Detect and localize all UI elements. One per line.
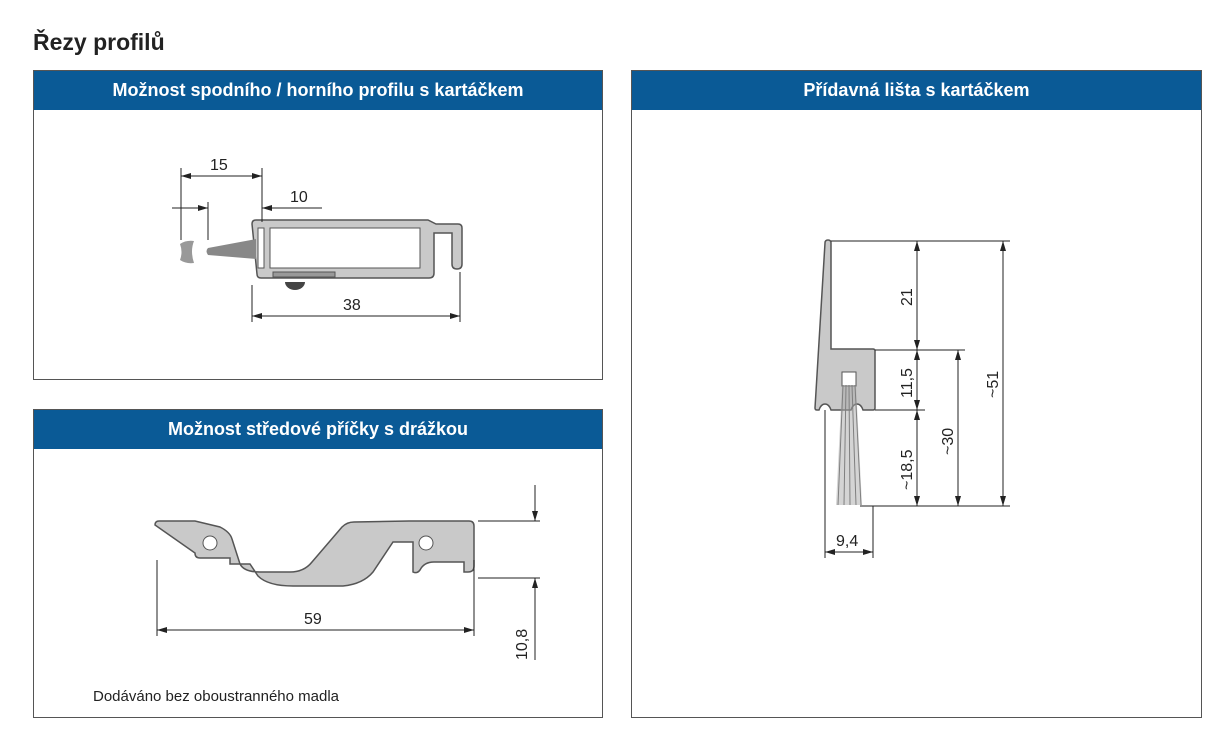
panel-middle-rail: Možnost středové příčky s drážkou [33, 409, 603, 718]
panel-header: Možnost středové příčky s drážkou [34, 410, 602, 449]
panel-header: Možnost spodního / horního profilu s kar… [34, 71, 602, 110]
panel-header: Přídavná lišta s kartáčkem [632, 71, 1201, 110]
page-title: Řezy profilů [33, 29, 165, 55]
note-text: Dodáváno bez oboustranného madla [93, 688, 340, 705]
panel-addon-strip: Přídavná lišta s kartáčkem [631, 70, 1202, 718]
panel-bottom-top-profile: Možnost spodního / horního profilu s kar… [33, 70, 603, 380]
